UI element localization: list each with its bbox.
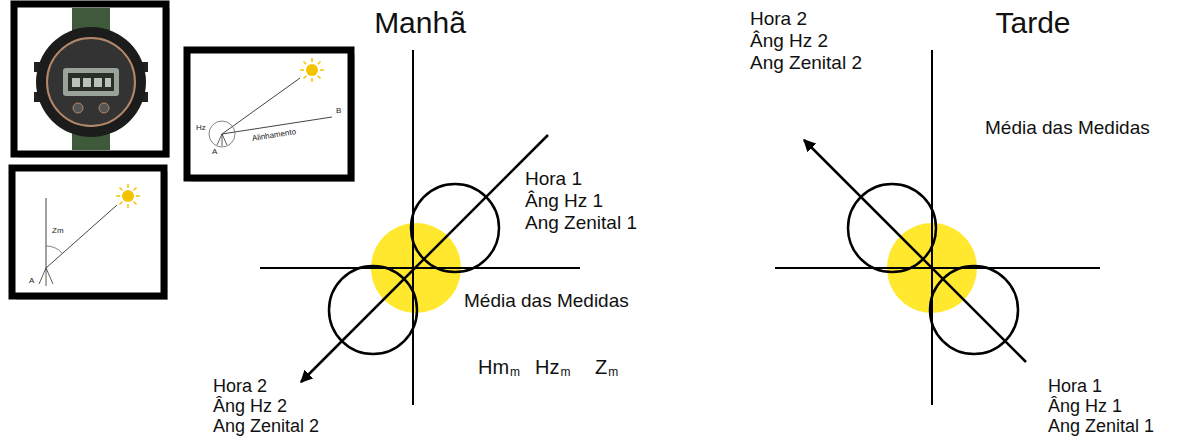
axis-line	[412, 50, 414, 405]
measure-label: Âng Hz 2	[213, 396, 287, 417]
watch-screen	[68, 73, 114, 91]
measure-label: Hora 1	[1048, 376, 1102, 397]
watch-subdial	[99, 103, 109, 113]
watch-display	[63, 68, 119, 96]
sun-rays	[116, 184, 140, 208]
sun-ray-line	[222, 78, 300, 134]
vertical-line	[46, 198, 47, 268]
symbol-label: Z	[595, 356, 607, 379]
watch-bezel	[47, 38, 135, 126]
point-label: B	[336, 106, 341, 115]
azimuth-sketch	[187, 50, 355, 182]
axis-line	[931, 50, 933, 405]
inset-frame	[187, 50, 351, 178]
tripod-symbol	[217, 134, 227, 146]
azimuth-arc	[209, 121, 235, 147]
line-label: Alinhamento	[251, 127, 296, 143]
section-title: Manhã	[374, 6, 466, 41]
axis-line	[775, 267, 1100, 269]
watch-digit	[94, 78, 102, 87]
tripod-symbol	[39, 268, 53, 286]
direction-arrow	[804, 140, 1026, 362]
subscript-label: m	[608, 366, 618, 380]
measure-label: Hora 2	[213, 376, 267, 397]
symbol-label: Hm	[478, 356, 509, 379]
section-title: Tarde	[995, 6, 1070, 41]
sun-rays	[300, 58, 324, 82]
watch-digit	[72, 78, 80, 87]
measure-label: Ang Zenital 2	[213, 416, 319, 437]
inset-frame	[14, 4, 166, 154]
zenith-arc	[46, 246, 63, 254]
direction-arrow	[301, 135, 548, 382]
sun-symbol	[306, 64, 318, 76]
axis-line	[260, 267, 580, 269]
measure-label: Ang Zenital 2	[750, 52, 862, 74]
watch-body	[36, 27, 146, 137]
watch-photo	[14, 4, 170, 158]
mean-label: Média das Medidas	[464, 290, 629, 312]
symbol-label: Hz	[535, 356, 559, 379]
subscript-label: m	[560, 366, 570, 380]
point-label: A	[212, 147, 217, 156]
measure-label: Âng Hz 1	[525, 190, 603, 212]
measure-label: Ang Zenital 1	[525, 212, 637, 234]
sun-ray-line	[46, 205, 117, 268]
measure-label: Âng Hz 1	[1048, 396, 1122, 417]
sun-symbol	[122, 190, 134, 202]
measure-label: Hora 1	[525, 168, 582, 190]
inset-frame	[12, 168, 164, 296]
angle-label: Zm	[52, 226, 64, 235]
zenith-sketch	[12, 168, 168, 300]
watch-subdial	[73, 103, 83, 113]
point-label: A	[29, 276, 34, 285]
angle-label: Hz	[196, 123, 206, 132]
afternoon-diagram	[775, 50, 1100, 405]
measure-label: Ang Zenital 1	[1048, 416, 1154, 437]
measure-label: Âng Hz 2	[750, 30, 828, 52]
subscript-label: m	[510, 366, 520, 380]
mean-label: Média das Medidas	[985, 117, 1150, 139]
watch-digit	[105, 78, 111, 87]
watch-digit	[83, 78, 91, 87]
measure-label: Hora 2	[750, 8, 807, 30]
